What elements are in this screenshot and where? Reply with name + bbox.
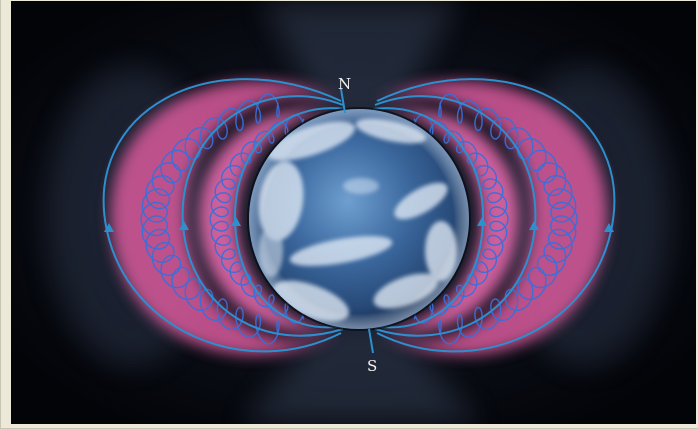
south-pole-label: S [367, 357, 377, 375]
field-line-arrow-icon [529, 221, 539, 230]
inner-belt-left [198, 109, 336, 332]
helical-particle-path-icon [438, 93, 578, 345]
diagram-canvas: N S [11, 1, 696, 424]
field-line-arrow-icon [231, 217, 241, 226]
inner-belt-right [382, 109, 520, 332]
outer-belt-left [110, 80, 341, 356]
helical-particle-path-icon [209, 114, 305, 324]
field-line-arrows [104, 217, 614, 232]
north-pole-marker [340, 88, 346, 114]
magnetosphere-diagram: N S [11, 1, 696, 424]
outer-radiation-belt [110, 80, 608, 356]
helical-particle-path-icon [140, 93, 280, 345]
earth-globe-icon [247, 107, 471, 331]
field-line-arrow-icon [179, 221, 189, 230]
field-line-arrow-icon [604, 223, 614, 232]
inner-radiation-belt [198, 109, 520, 332]
field-line-arrow-icon [104, 223, 114, 232]
helical-particle-path-icon [413, 114, 509, 324]
outer-belt-right [377, 80, 608, 356]
south-pole-marker [368, 328, 374, 354]
helical-particle-paths [140, 93, 578, 345]
north-pole-label: N [338, 75, 351, 93]
field-line-arrow-icon [477, 217, 487, 226]
